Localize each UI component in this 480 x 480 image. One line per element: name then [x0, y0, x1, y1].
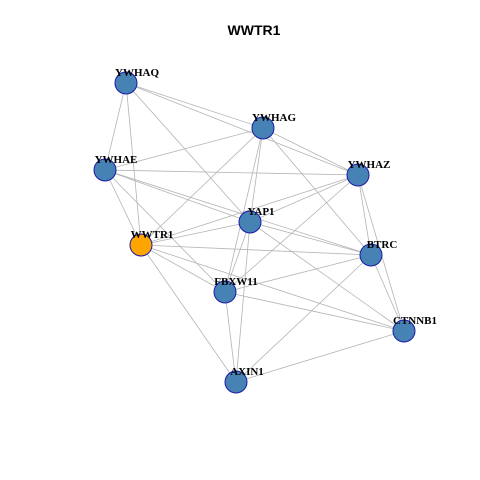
edge-ywhaq-ywhag	[125, 82, 264, 129]
node-label-ywhag: YWHAG	[252, 112, 296, 124]
edge-ywhaq-ywhae	[104, 82, 127, 171]
edge-ywhae-wwtr1	[104, 169, 142, 246]
edge-ywhag-wwtr1	[140, 127, 264, 246]
node-btrc	[359, 243, 383, 267]
edge-btrc-fbxw11	[224, 254, 372, 293]
edge-ctnnb1-axin1	[235, 330, 405, 383]
edge-ywhaq-yap1	[125, 82, 251, 223]
edge-layer	[104, 82, 405, 383]
node-yap1	[238, 210, 262, 234]
edge-yap1-fbxw11	[224, 221, 251, 293]
edge-btrc-ctnnb1	[370, 254, 405, 332]
node-ywhaq	[114, 71, 138, 95]
node-ywhae	[93, 158, 117, 182]
node-label-ywhaz: YWHAZ	[348, 159, 391, 171]
node-label-ywhae: YWHAE	[95, 154, 138, 166]
edge-wwtr1-axin1	[140, 244, 237, 383]
node-label-fbxw11: FBXW11	[214, 276, 257, 288]
edge-ywhaz-yap1	[249, 174, 359, 223]
edge-fbxw11-axin1	[224, 291, 237, 383]
node-label-axin1: AXIN1	[230, 366, 264, 378]
edge-ywhae-btrc	[104, 169, 372, 256]
node-ctnnb1	[392, 319, 416, 343]
edge-ywhaq-ywhaz	[125, 82, 359, 176]
node-label-wwtr1: WWTR1	[131, 229, 174, 241]
edge-ywhae-fbxw11	[104, 169, 226, 293]
edge-ywhag-yap1	[249, 127, 264, 223]
node-label-yap1: YAP1	[247, 206, 274, 218]
edge-ywhae-yap1	[104, 169, 251, 223]
edge-ywhaz-wwtr1	[140, 174, 359, 246]
node-label-ywhaq: YWHAQ	[115, 67, 159, 79]
edge-btrc-axin1	[235, 254, 372, 383]
node-label-btrc: BTRC	[367, 239, 398, 251]
graph-title: WWTR1	[228, 22, 281, 38]
edge-ywhaz-btrc	[357, 174, 372, 256]
edge-wwtr1-ctnnb1	[140, 244, 405, 332]
edge-ywhaq-wwtr1	[125, 82, 142, 246]
edge-ywhae-ywhaz	[104, 169, 359, 176]
edge-ywhag-ywhaz	[262, 127, 359, 176]
node-label-ctnnb1: CTNNB1	[393, 315, 437, 327]
node-axin1	[224, 370, 248, 394]
edge-ywhag-btrc	[262, 127, 372, 256]
node-ywhag	[251, 116, 275, 140]
node-ywhaz	[346, 163, 370, 187]
edge-yap1-axin1	[235, 221, 251, 383]
edge-fbxw11-ctnnb1	[224, 291, 405, 332]
node-wwtr1	[129, 233, 153, 257]
edge-ywhag-ywhae	[104, 127, 264, 171]
edge-yap1-wwtr1	[140, 221, 251, 246]
edge-ywhag-fbxw11	[224, 127, 264, 293]
edge-yap1-btrc	[249, 221, 372, 256]
edge-yap1-ctnnb1	[249, 221, 405, 332]
edge-wwtr1-fbxw11	[140, 244, 226, 293]
node-fbxw11	[213, 280, 237, 304]
edge-wwtr1-btrc	[140, 244, 372, 256]
